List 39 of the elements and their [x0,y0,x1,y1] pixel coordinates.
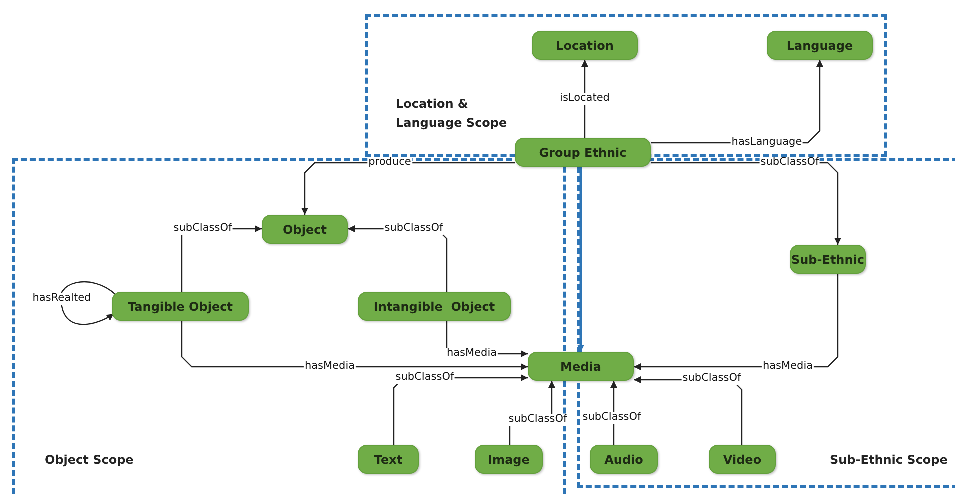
class-node [709,445,776,474]
class-node [790,245,866,274]
class-node [767,31,873,60]
class-node [112,292,249,321]
edge-label: subClassOf [394,372,456,384]
node-label: Text [374,452,403,466]
scope-label: Location & Language Scope [396,96,508,132]
node-label: Object [283,222,327,236]
node-label: Tangible Object [128,300,233,314]
class-node [528,352,634,381]
node-label: Image [488,452,530,466]
node-label: Intangible Object [374,300,496,314]
edge-label: hasLanguage [730,137,804,149]
scope-label: Sub-Ethnic Scope [830,452,949,469]
edge-label: produce [368,157,412,169]
edge-label: subClassOf [384,223,444,235]
class-node [358,445,419,474]
edge-label: subClassOf [582,412,642,424]
edge-label: hasRealted [32,293,92,305]
node-label: Group Ethnic [539,146,627,160]
scope-label: Object Scope [45,452,135,469]
node-label: Language [786,38,854,52]
node-label: Audio [604,452,644,466]
arrow [60,282,116,326]
node-label: Location [556,38,614,52]
node-label: Sub-Ethnic [791,252,864,266]
edge-label: subClassOf [172,223,234,235]
class-node [532,31,638,60]
edge-label: isLocated [559,93,611,105]
edge-label: subClassOf [682,373,742,385]
node-label: Media [560,360,602,374]
class-node [590,445,658,474]
arrow [578,167,584,352]
class-node [475,445,543,474]
edge-label: subClassOf [508,414,568,426]
class-node [262,215,348,244]
class-node [515,138,651,167]
node-label: Video [723,452,762,466]
class-node [358,292,511,321]
